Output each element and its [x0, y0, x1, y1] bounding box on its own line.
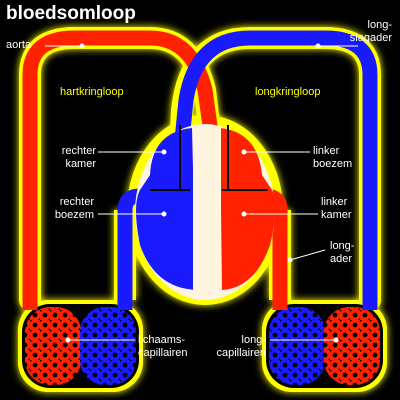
label-rechter-boezem-line1: rechter — [59, 196, 94, 208]
lung-loop-label: longkringloop — [255, 86, 321, 98]
diagram-title: bloedsomloop — [6, 3, 136, 24]
label-longcapillairen-line2: capillairen — [216, 347, 266, 359]
left-heart-chamber — [220, 128, 276, 290]
label-longcapillairen-line1: long- — [241, 334, 266, 346]
label-leader-lines — [45, 43, 358, 343]
label-linker-boezem: linker boezem — [313, 145, 352, 171]
label-lichaamscapillairen: lichaams- capillairen — [138, 334, 188, 360]
label-long-slagader: long- slagader — [330, 19, 392, 45]
heart-septum — [193, 128, 221, 290]
label-rechter-kamer-line2: kamer — [65, 158, 96, 170]
label-linker-kamer-line2: kamer — [321, 209, 352, 221]
label-linker-boezem-line1: linker — [313, 145, 340, 157]
label-long-ader-line1: long- — [330, 240, 355, 252]
label-linker-boezem-line2: boezem — [313, 158, 353, 170]
pulmonary-artery-vessel — [174, 30, 378, 310]
label-long-ader: long- ader — [330, 240, 354, 266]
label-long-ader-line2: ader — [330, 253, 353, 265]
label-rechter-boezem-line2: boezem — [54, 209, 94, 221]
label-linker-kamer: linker kamer — [321, 196, 352, 222]
label-aorta-text: aorta — [6, 39, 32, 51]
label-linker-kamer-line1: linker — [321, 196, 348, 208]
label-lichaamscapillairen-line1: lichaams- — [138, 334, 186, 346]
label-long-slagader-line1: long- — [367, 19, 392, 31]
label-long-slagader-line2: slagader — [349, 32, 392, 44]
lung-capillary-bed — [266, 304, 383, 388]
label-rechter-kamer: rechter kamer — [40, 145, 96, 171]
heart — [135, 124, 276, 300]
label-longcapillairen: long- capillairen — [200, 334, 266, 360]
label-aorta: aorta — [6, 39, 31, 52]
label-lichaamscapillairen-line2: capillairen — [138, 347, 188, 359]
label-rechter-kamer-line1: rechter — [61, 145, 96, 157]
body-capillary-bed — [22, 304, 139, 388]
body-loop-label: hartkringloop — [60, 86, 124, 98]
label-rechter-boezem: rechter boezem — [40, 196, 94, 222]
